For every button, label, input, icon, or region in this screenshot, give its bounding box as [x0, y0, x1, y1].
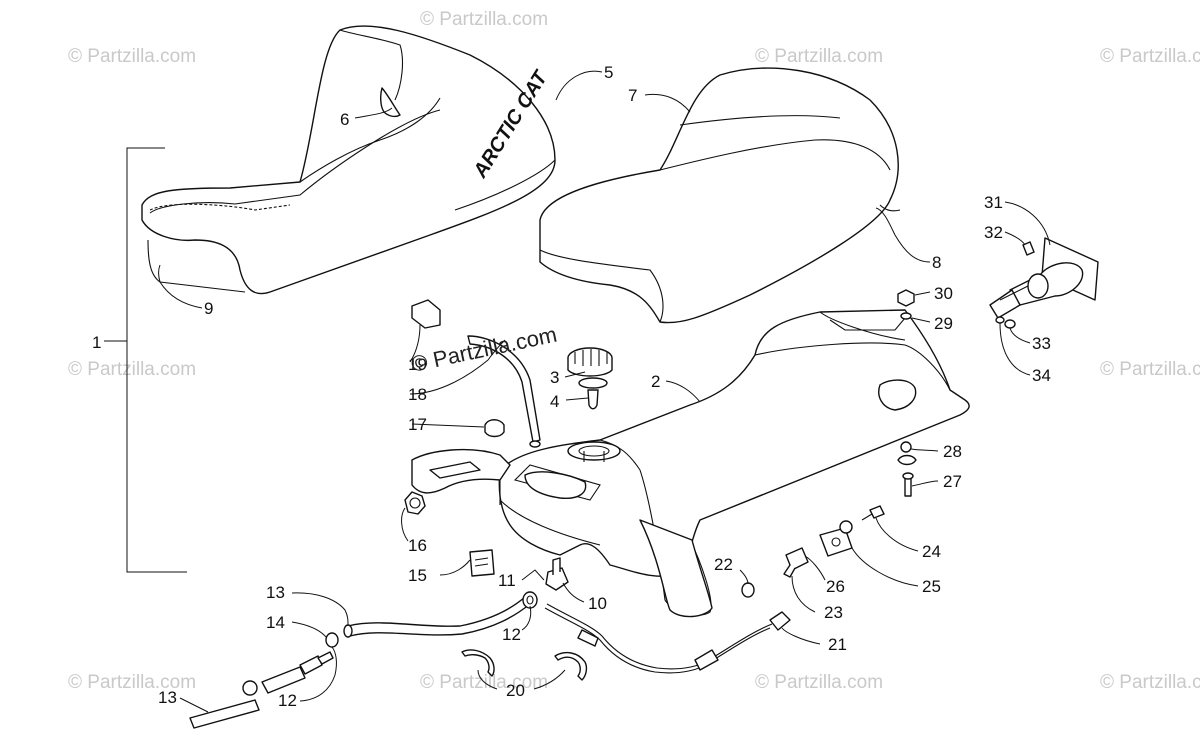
callout-1: 1 [92, 333, 101, 352]
watermark: © Partzilla.com [68, 672, 196, 693]
tank-body-part [498, 309, 970, 618]
assembly-bracket [126, 147, 187, 573]
callout-30: 30 [934, 284, 953, 303]
watermark: © Partzilla.com [755, 672, 883, 693]
callout-11: 11 [498, 571, 516, 590]
callout-21: 21 [828, 635, 847, 654]
callout-5: 5 [604, 63, 613, 82]
grommet-part [404, 491, 426, 515]
callout-26: 26 [826, 577, 845, 596]
watermark-main: © Partzilla.com [409, 322, 559, 377]
callout-23: 23 [824, 603, 843, 622]
switch-assembly-part [989, 237, 1099, 329]
watermark: © Partzilla.com [1100, 359, 1200, 380]
fuel-hose-lower-part [189, 699, 260, 729]
callout-20: 20 [506, 681, 525, 700]
callout-14: 14 [266, 613, 285, 632]
watermark: © Partzilla.com [1100, 46, 1200, 67]
watermark: © Partzilla.com [68, 359, 196, 380]
callout-29: 29 [934, 314, 953, 333]
callout-17: 17 [408, 415, 427, 434]
watermark: © Partzilla.com [420, 9, 548, 30]
callout-27: 27 [943, 472, 962, 491]
callout-numbers: 1 2 3 4 5 6 7 8 9 10 11 12 12 13 13 14 1… [92, 63, 1051, 710]
watermarks: © Partzilla.com © Partzilla.com © Partzi… [68, 9, 1200, 693]
callout-16: 16 [408, 536, 427, 555]
watermark: © Partzilla.com [68, 46, 196, 67]
seat-bracket-part [411, 448, 511, 505]
callout-34: 34 [1032, 366, 1051, 385]
gas-cap-part [567, 347, 613, 410]
fuel-filter-part [261, 651, 334, 694]
callout-3: 3 [550, 368, 559, 387]
seat-cover-part: ARCTIC CAT [141, 25, 556, 295]
callout-28: 28 [943, 442, 962, 461]
watermark: © Partzilla.com [1100, 672, 1200, 693]
callout-9: 9 [204, 299, 213, 318]
valve-part [484, 419, 505, 438]
callout-24: 24 [922, 542, 941, 561]
callout-10: 10 [588, 594, 607, 613]
callout-7: 7 [628, 86, 637, 105]
callout-31: 31 [984, 193, 1003, 212]
callout-25: 25 [922, 577, 941, 596]
callout-15: 15 [408, 566, 427, 585]
nut-parts [897, 289, 915, 320]
vent-hose-part [467, 335, 541, 448]
cable-part [544, 603, 791, 674]
seat-base-part [539, 67, 901, 324]
callout-6: 6 [340, 110, 349, 129]
callout-8: 8 [932, 253, 941, 272]
fastener-parts [897, 441, 917, 497]
hose-clamp-part [242, 591, 538, 696]
callout-4: 4 [550, 392, 559, 411]
watermark: © Partzilla.com [755, 46, 883, 67]
callout-12: 12 [502, 625, 521, 644]
callout-18: 18 [408, 385, 427, 404]
tank-fitting-part [545, 557, 569, 591]
leader-lines [158, 70, 1051, 713]
sensor-parts [741, 505, 885, 598]
clip-part [411, 299, 441, 329]
decal-part [469, 549, 495, 577]
callout-32: 32 [984, 223, 1003, 242]
split-clamp-part [461, 649, 588, 681]
callout-12: 12 [278, 691, 297, 710]
callout-13: 13 [158, 688, 177, 707]
callout-33: 33 [1032, 334, 1051, 353]
callout-2: 2 [651, 372, 660, 391]
callout-13: 13 [266, 583, 285, 602]
callout-19: 19 [408, 355, 427, 374]
callout-22: 22 [714, 555, 733, 574]
